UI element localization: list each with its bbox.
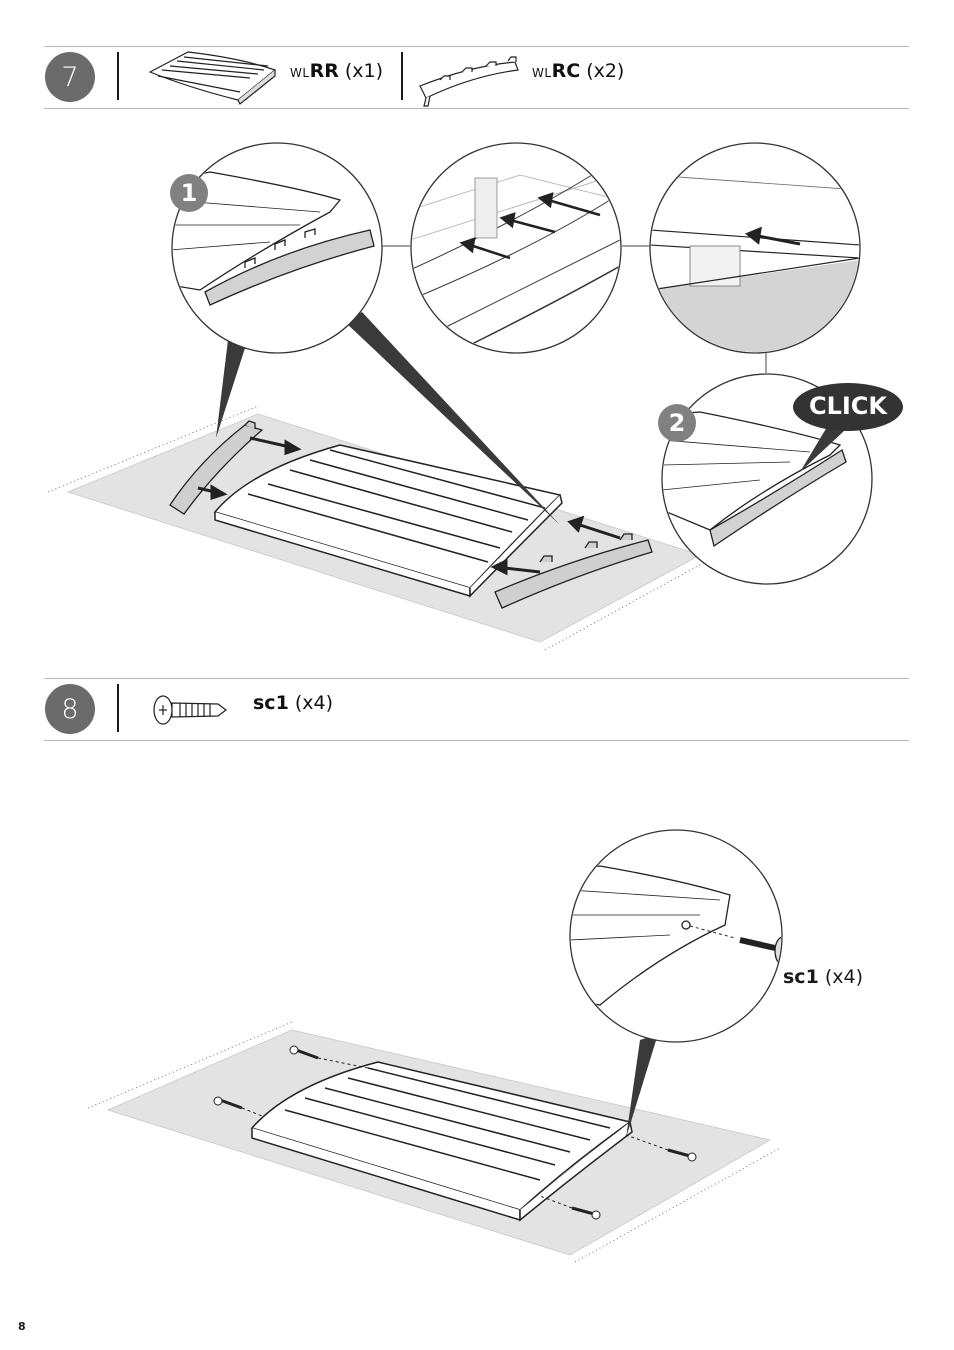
page-number: 8 <box>18 1320 26 1333</box>
callout-qty: (x4) <box>825 966 863 988</box>
detail-circle-5 <box>570 830 791 1042</box>
callout-code: sc1 <box>783 966 819 988</box>
callout-label-sc1: sc1 (x4) <box>783 966 863 988</box>
